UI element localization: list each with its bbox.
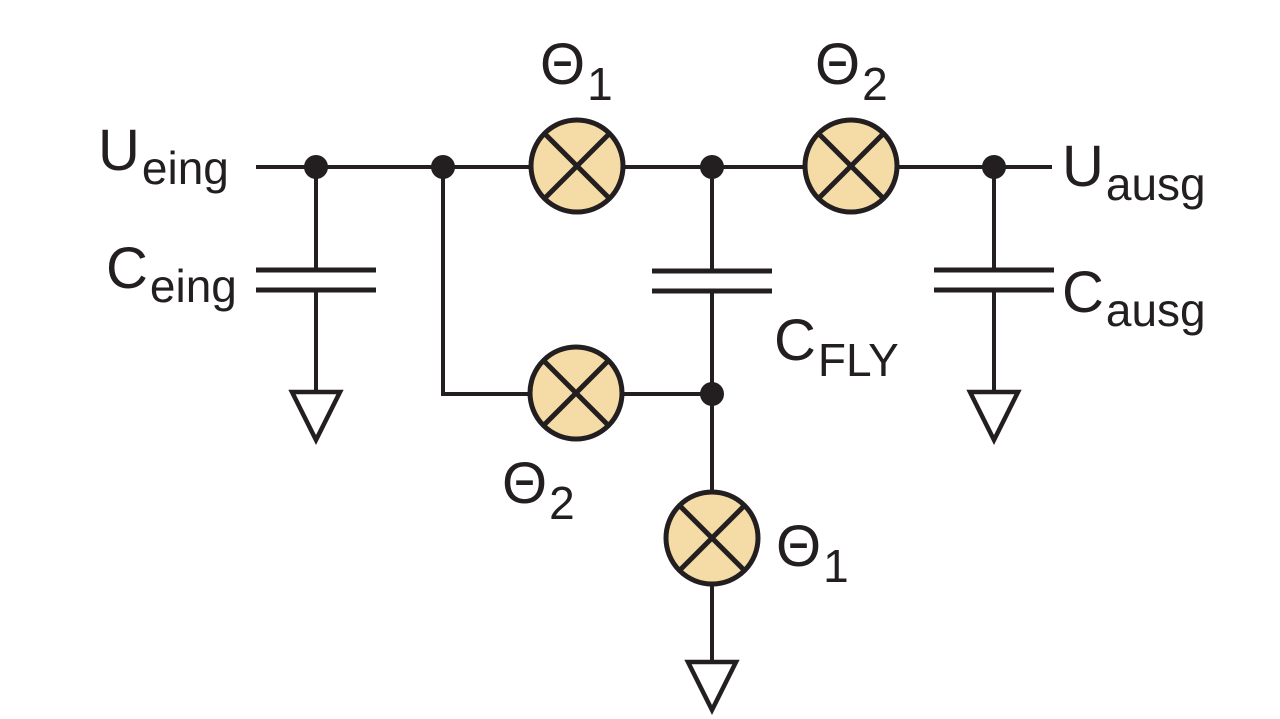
label-output-capacitor: Causg	[1062, 260, 1206, 336]
junction-node	[304, 155, 328, 179]
junction-node	[431, 155, 455, 179]
capacitor-input	[256, 267, 376, 293]
capacitor-output	[934, 267, 1054, 293]
switch-bottom-left-icon	[527, 344, 625, 442]
label-switch-bottom-ground: Θ1	[776, 514, 849, 592]
ground-center-icon	[684, 659, 740, 716]
label-input-capacitor: Ceing	[106, 236, 237, 312]
switch-bottom-ground-icon	[663, 489, 761, 587]
junction-nodes	[304, 155, 1006, 406]
switch-top-left-icon	[528, 117, 626, 215]
junction-node	[700, 382, 724, 406]
ground-input-icon	[288, 389, 344, 446]
label-output-voltage: Uausg	[1062, 134, 1206, 210]
capacitor-flying	[652, 268, 772, 294]
junction-node	[700, 155, 724, 179]
switch-top-right-icon	[802, 117, 900, 215]
label-input-voltage: Ueing	[98, 118, 229, 194]
label-flying-capacitor: CFLY	[774, 308, 899, 386]
ground-output-icon	[966, 389, 1022, 446]
label-switch-bottom-left: Θ2	[502, 451, 575, 529]
label-switch-top-right: Θ2	[815, 32, 888, 110]
wires	[256, 165, 1052, 666]
junction-node	[982, 155, 1006, 179]
label-switch-top-left: Θ1	[540, 32, 613, 110]
